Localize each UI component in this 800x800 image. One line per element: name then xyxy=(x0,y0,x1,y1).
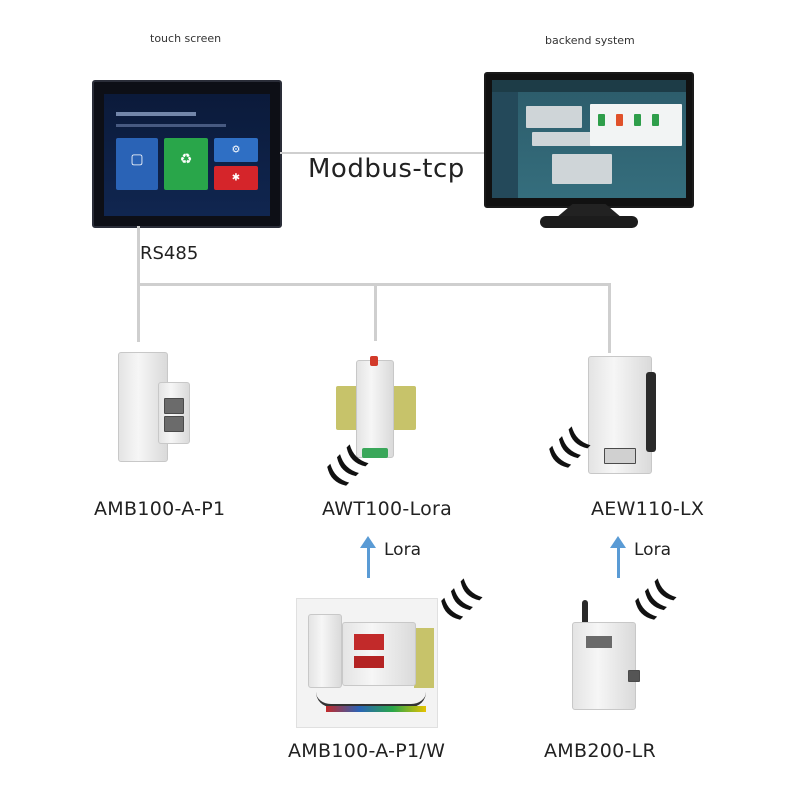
awt100-lora-device xyxy=(336,356,416,462)
touch-tile-blue: ▢ xyxy=(116,138,158,190)
amb100-a-p1-label: AMB100-A-P1 xyxy=(94,498,226,520)
monitor-stand xyxy=(556,204,622,218)
backend-monitor-screen xyxy=(492,80,686,198)
cable-colors xyxy=(326,706,426,712)
backend-system-caption: backend system xyxy=(545,34,635,47)
monitor-top-bar xyxy=(492,80,686,92)
aew110-lx-device xyxy=(588,356,678,474)
amb100-a-p1-w-label: AMB100-A-P1/W xyxy=(288,740,446,762)
awt100-lora-body xyxy=(356,360,394,458)
recycle-icon: ♻ xyxy=(179,150,193,167)
amb200-lr-device xyxy=(568,600,642,712)
wireless-module xyxy=(308,614,342,688)
status-light-green xyxy=(598,114,605,126)
lora-arrow-head-right xyxy=(610,536,626,548)
led-display xyxy=(354,634,384,650)
antenna-connector-icon xyxy=(370,356,378,366)
lcd-display xyxy=(586,636,612,648)
ethernet-port-icon xyxy=(164,398,184,414)
monitor-equipment-model xyxy=(526,106,582,128)
amb100-a-p1-w-device xyxy=(296,598,438,728)
touch-tile-green: ♻ xyxy=(164,138,208,190)
led-display-2 xyxy=(354,656,384,668)
lora-label-right: Lora xyxy=(634,540,671,560)
backend-monitor xyxy=(484,72,694,208)
lora-arrow-head-left xyxy=(360,536,376,548)
monitor-equipment-model-2 xyxy=(532,132,602,146)
status-light-green-3 xyxy=(652,114,659,126)
monitor-equipment-model-3 xyxy=(552,154,612,184)
din-rail xyxy=(414,628,434,688)
touch-screen-device: ▢ ♻ ⚙ ✱ xyxy=(92,80,282,228)
awt100-lora-label: AWT100-Lora xyxy=(322,498,453,520)
document-icon: ▢ xyxy=(130,150,144,167)
meter-module xyxy=(342,622,416,686)
antenna-icon-2 xyxy=(582,600,588,630)
rs485-drop-awt100 xyxy=(374,283,377,341)
ethernet-port-icon-2 xyxy=(164,416,184,432)
amb100-a-p1-device xyxy=(118,352,190,462)
cable-bundle xyxy=(316,692,426,707)
amb200-lr-label: AMB200-LR xyxy=(544,740,657,762)
status-light-green-2 xyxy=(634,114,641,126)
rs485-label: RS485 xyxy=(140,243,199,264)
monitor-base xyxy=(540,216,638,228)
alarm-icon: ✱ xyxy=(231,172,241,184)
touch-tile-blue-small: ⚙ xyxy=(214,138,258,162)
touch-screen-caption: touch screen xyxy=(150,32,222,45)
terminal-block xyxy=(604,448,636,464)
wireless-signal-icon-2: ((( xyxy=(541,421,596,476)
lora-arrow-shaft-right xyxy=(617,546,620,578)
touch-screen-title-bar xyxy=(116,112,196,116)
lora-arrow-shaft-left xyxy=(367,546,370,578)
touch-screen-subtitle-bar xyxy=(116,124,226,127)
touch-tile-red: ✱ xyxy=(214,166,258,190)
status-light-orange xyxy=(616,114,623,126)
terminal-block xyxy=(362,448,388,458)
aew110-lx-label: AEW110-LX xyxy=(591,498,705,520)
connector-port xyxy=(628,670,640,682)
wireless-signal-icon-3: ((( xyxy=(433,573,488,628)
monitor-sidebar xyxy=(492,92,518,198)
monitor-status-panel xyxy=(590,104,682,146)
lora-label-left: Lora xyxy=(384,540,421,560)
modbus-label: Modbus-tcp xyxy=(308,154,465,184)
touch-screen-display: ▢ ♻ ⚙ ✱ xyxy=(104,94,270,216)
gear-icon: ⚙ xyxy=(231,144,241,156)
modbus-connector-line xyxy=(280,152,484,154)
rs485-drop-aew110 xyxy=(608,283,611,353)
antenna-icon xyxy=(646,372,656,452)
